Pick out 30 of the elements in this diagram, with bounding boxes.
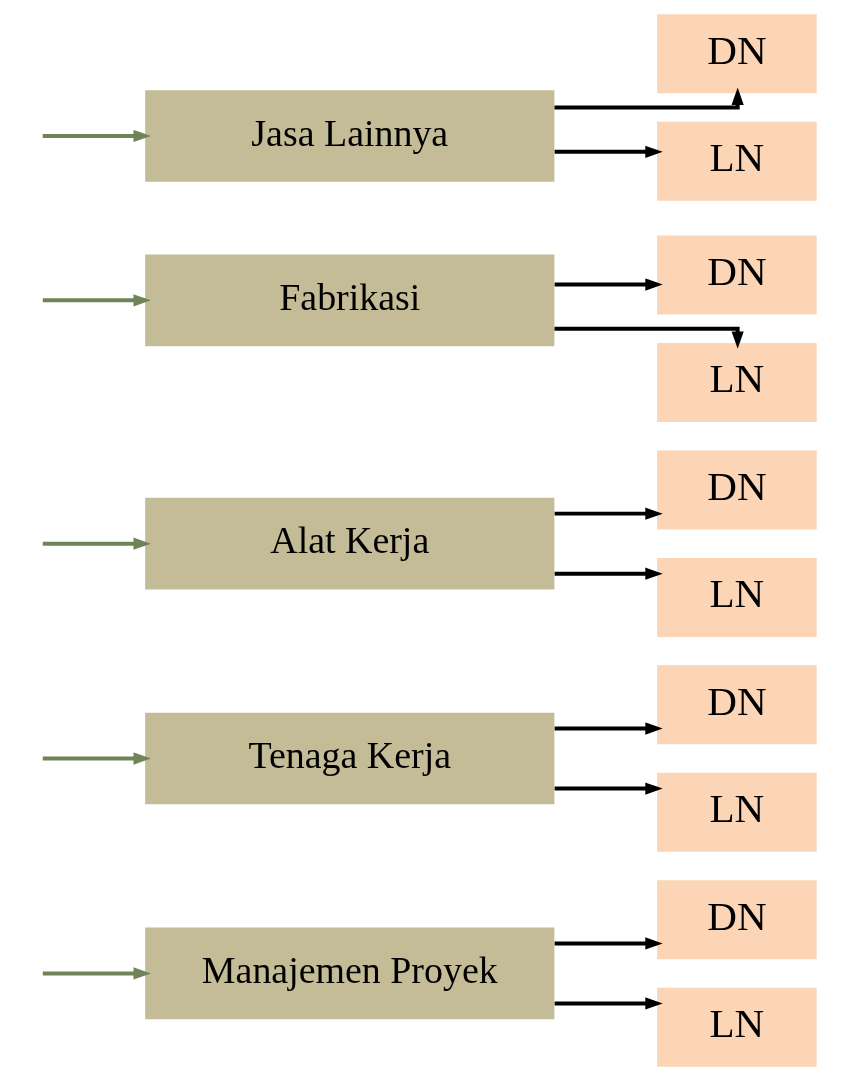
arrow xyxy=(42,129,151,143)
arrow xyxy=(554,87,744,110)
arrow xyxy=(42,967,151,980)
node-box: LN xyxy=(656,343,817,422)
arrow xyxy=(554,722,663,735)
arrow xyxy=(42,752,151,765)
node-box: Jasa Lainnya xyxy=(144,90,554,182)
node-box: DN xyxy=(656,880,817,960)
arrow xyxy=(554,507,663,520)
node-box: Tenaga Kerja xyxy=(144,712,554,805)
node-box: DN xyxy=(656,450,817,530)
node-box: Manajemen Proyek xyxy=(144,927,554,1020)
node-box: DN xyxy=(656,665,817,745)
arrow xyxy=(554,567,663,580)
node-box: DN xyxy=(656,14,817,94)
arrow xyxy=(42,537,151,550)
arrow xyxy=(554,326,744,349)
arrow xyxy=(554,937,663,950)
node-box: DN xyxy=(656,235,817,315)
node-box: LN xyxy=(656,121,817,201)
node-box: Fabrikasi xyxy=(144,254,554,347)
arrow xyxy=(554,278,663,291)
arrow xyxy=(554,997,663,1010)
arrow xyxy=(554,782,663,795)
arrow xyxy=(42,294,151,307)
node-box: LN xyxy=(656,987,817,1067)
node-box: Alat Kerja xyxy=(144,497,554,590)
arrow xyxy=(554,145,663,158)
node-box: LN xyxy=(656,772,817,852)
node-box: LN xyxy=(656,557,817,637)
